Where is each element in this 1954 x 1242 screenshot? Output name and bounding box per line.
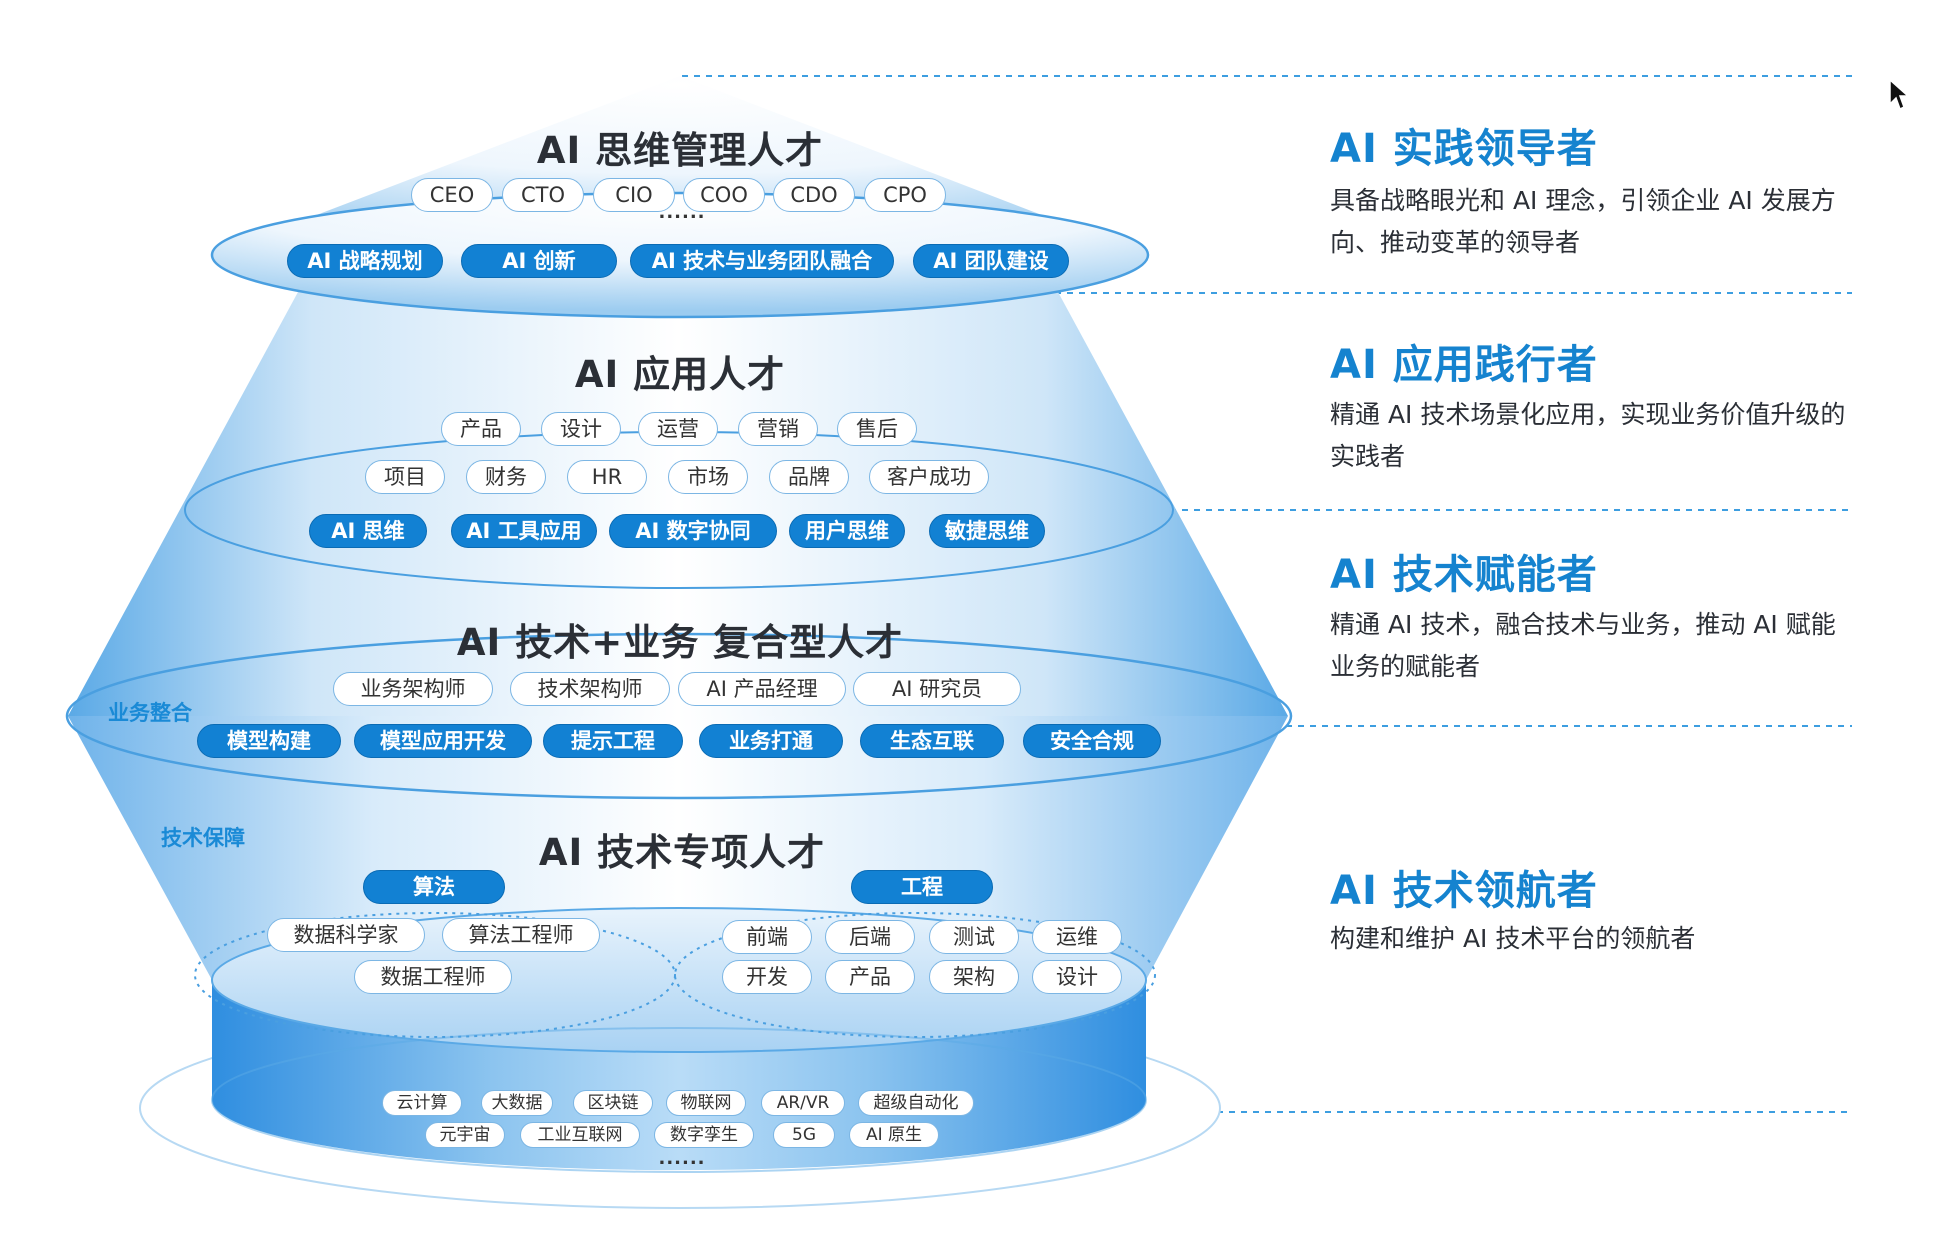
tech-industrial-internet: 工业互联网 (520, 1122, 640, 1148)
eng-role-development: 开发 (722, 960, 812, 994)
specialist-layer-title: AI 技术专项人才 (539, 822, 825, 876)
app-role-market: 市场 (668, 460, 748, 494)
role-title-leader: AI 实践领导者 (1330, 116, 1598, 174)
spec-role-data-scientist: 数据科学家 (267, 918, 425, 952)
skill-pill-team-building: AI 团队建设 (913, 244, 1069, 278)
comp-role-ai-researcher: AI 研究员 (853, 672, 1021, 706)
app-role-finance: 财务 (466, 460, 546, 494)
app-skill-user-thinking: 用户思维 (789, 514, 905, 548)
tech-5g: 5G (773, 1122, 835, 1148)
business-integration-label: 业务整合 (108, 697, 192, 727)
app-role-product: 产品 (441, 412, 521, 446)
app-role-customer-success: 客户成功 (869, 460, 989, 494)
algorithm-category-pill: 算法 (363, 870, 505, 904)
app-skill-ai-thinking: AI 思维 (309, 514, 427, 548)
app-role-operations: 运营 (638, 412, 718, 446)
role-pill-ceo: CEO (411, 178, 493, 212)
comp-skill-model-app-dev: 模型应用开发 (354, 724, 532, 758)
app-role-brand: 品牌 (769, 460, 849, 494)
role-desc-leader: 具备战略眼光和 AI 理念，引领企业 AI 发展方向、推动变革的领导者 (1330, 180, 1860, 264)
tech-cloud-computing: 云计算 (382, 1090, 462, 1116)
spec-role-data-engineer: 数据工程师 (354, 960, 512, 994)
comp-role-tech-architect: 技术架构师 (510, 672, 670, 706)
tech-ai-native: AI 原生 (849, 1122, 939, 1148)
comp-role-business-architect: 业务架构师 (333, 672, 493, 706)
app-role-aftersales: 售后 (837, 412, 917, 446)
engineering-category-pill: 工程 (851, 870, 993, 904)
comp-skill-security-compliance: 安全合规 (1023, 724, 1161, 758)
role-desc-navigator: 构建和维护 AI 技术平台的领航者 (1330, 918, 1860, 960)
role-desc-enabler: 精通 AI 技术，融合技术与业务，推动 AI 赋能业务的赋能者 (1330, 604, 1860, 688)
app-role-project: 项目 (365, 460, 445, 494)
tech-digital-twin: 数字孪生 (654, 1122, 754, 1148)
app-skill-agile-thinking: 敏捷思维 (929, 514, 1045, 548)
role-desc-practitioner: 精通 AI 技术场景化应用，实现业务价值升级的实践者 (1330, 394, 1860, 478)
role-title-enabler: AI 技术赋能者 (1330, 542, 1598, 600)
eng-role-product: 产品 (825, 960, 915, 994)
tech-iot: 物联网 (666, 1090, 746, 1116)
comp-skill-ecosystem: 生态互联 (860, 724, 1004, 758)
role-title-navigator: AI 技术领航者 (1330, 858, 1598, 916)
eng-role-design: 设计 (1032, 960, 1122, 994)
eng-role-frontend: 前端 (722, 920, 812, 954)
skill-pill-innovation: AI 创新 (461, 244, 617, 278)
app-role-design: 设计 (541, 412, 621, 446)
mouse-pointer-icon (1888, 78, 1910, 112)
comp-skill-business-connect: 业务打通 (699, 724, 843, 758)
role-title-practitioner: AI 应用践行者 (1330, 332, 1598, 390)
tech-metaverse: 元宇宙 (425, 1122, 505, 1148)
comp-skill-prompt-engineering: 提示工程 (543, 724, 683, 758)
composite-layer-title: AI 技术+业务 复合型人才 (457, 612, 903, 666)
tech-support-label: 技术保障 (161, 822, 245, 852)
eng-role-architecture: 架构 (929, 960, 1019, 994)
app-skill-digital-collab: AI 数字协同 (609, 514, 777, 548)
more-tech-ellipsis: ...... (658, 1148, 705, 1169)
spec-role-algorithm-engineer: 算法工程师 (442, 918, 600, 952)
app-skill-ai-tools: AI 工具应用 (451, 514, 597, 548)
role-pill-cdo: CDO (773, 178, 855, 212)
comp-role-ai-pm: AI 产品经理 (678, 672, 846, 706)
role-pill-cto: CTO (502, 178, 584, 212)
app-role-marketing: 营销 (738, 412, 818, 446)
comp-skill-model-building: 模型构建 (197, 724, 341, 758)
eng-role-ops: 运维 (1032, 920, 1122, 954)
app-role-hr: HR (567, 460, 647, 494)
application-layer-title: AI 应用人才 (575, 344, 785, 398)
skill-pill-fusion: AI 技术与业务团队融合 (630, 244, 894, 278)
thinking-layer-title: AI 思维管理人才 (537, 120, 823, 174)
tech-big-data: 大数据 (481, 1090, 553, 1116)
eng-role-testing: 测试 (929, 920, 1019, 954)
tech-blockchain: 区块链 (573, 1090, 653, 1116)
tech-ar-vr: AR/VR (761, 1090, 845, 1116)
role-pill-cpo: CPO (864, 178, 946, 212)
skill-pill-strategy: AI 战略规划 (287, 244, 443, 278)
more-roles-ellipsis: ...... (658, 202, 705, 223)
eng-role-backend: 后端 (825, 920, 915, 954)
tech-hyperautomation: 超级自动化 (858, 1090, 974, 1116)
